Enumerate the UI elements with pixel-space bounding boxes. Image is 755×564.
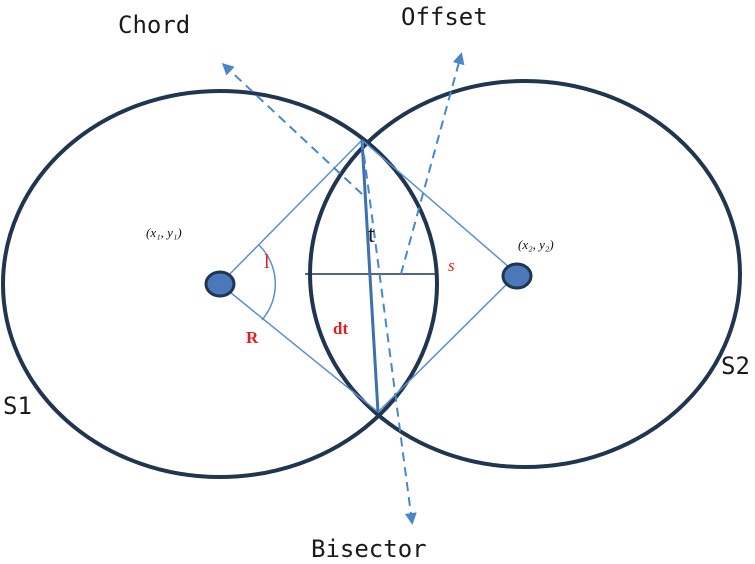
chord-arrow xyxy=(221,62,363,195)
t-label: t xyxy=(368,222,375,248)
s1-label: S1 xyxy=(3,392,32,420)
center2-coord-label: (x₂, y₂) xyxy=(518,237,554,252)
offset-label: Offset xyxy=(401,3,488,31)
bisector-arrow xyxy=(361,139,417,525)
center-point-2 xyxy=(501,262,533,290)
s-label: s xyxy=(448,256,455,275)
offset-arrow xyxy=(400,52,465,275)
center-point-1 xyxy=(204,270,236,298)
radius-c1-top xyxy=(219,139,363,285)
radius-c2-top xyxy=(361,139,518,275)
center1-coord-label: (x₁, y₁) xyxy=(146,225,182,240)
dt-label: dt xyxy=(333,319,348,338)
s2-label: S2 xyxy=(721,352,750,380)
chord-label: Chord xyxy=(118,11,190,39)
angle-arc xyxy=(258,244,277,321)
chord-line xyxy=(360,139,380,413)
l-label: l xyxy=(264,251,270,273)
radius-c1-bottom xyxy=(219,283,379,413)
radius-c2-bottom xyxy=(377,273,518,413)
r-label: R xyxy=(246,328,259,347)
bisector-label: Bisector xyxy=(311,535,427,563)
circle-s1 xyxy=(1,89,439,479)
